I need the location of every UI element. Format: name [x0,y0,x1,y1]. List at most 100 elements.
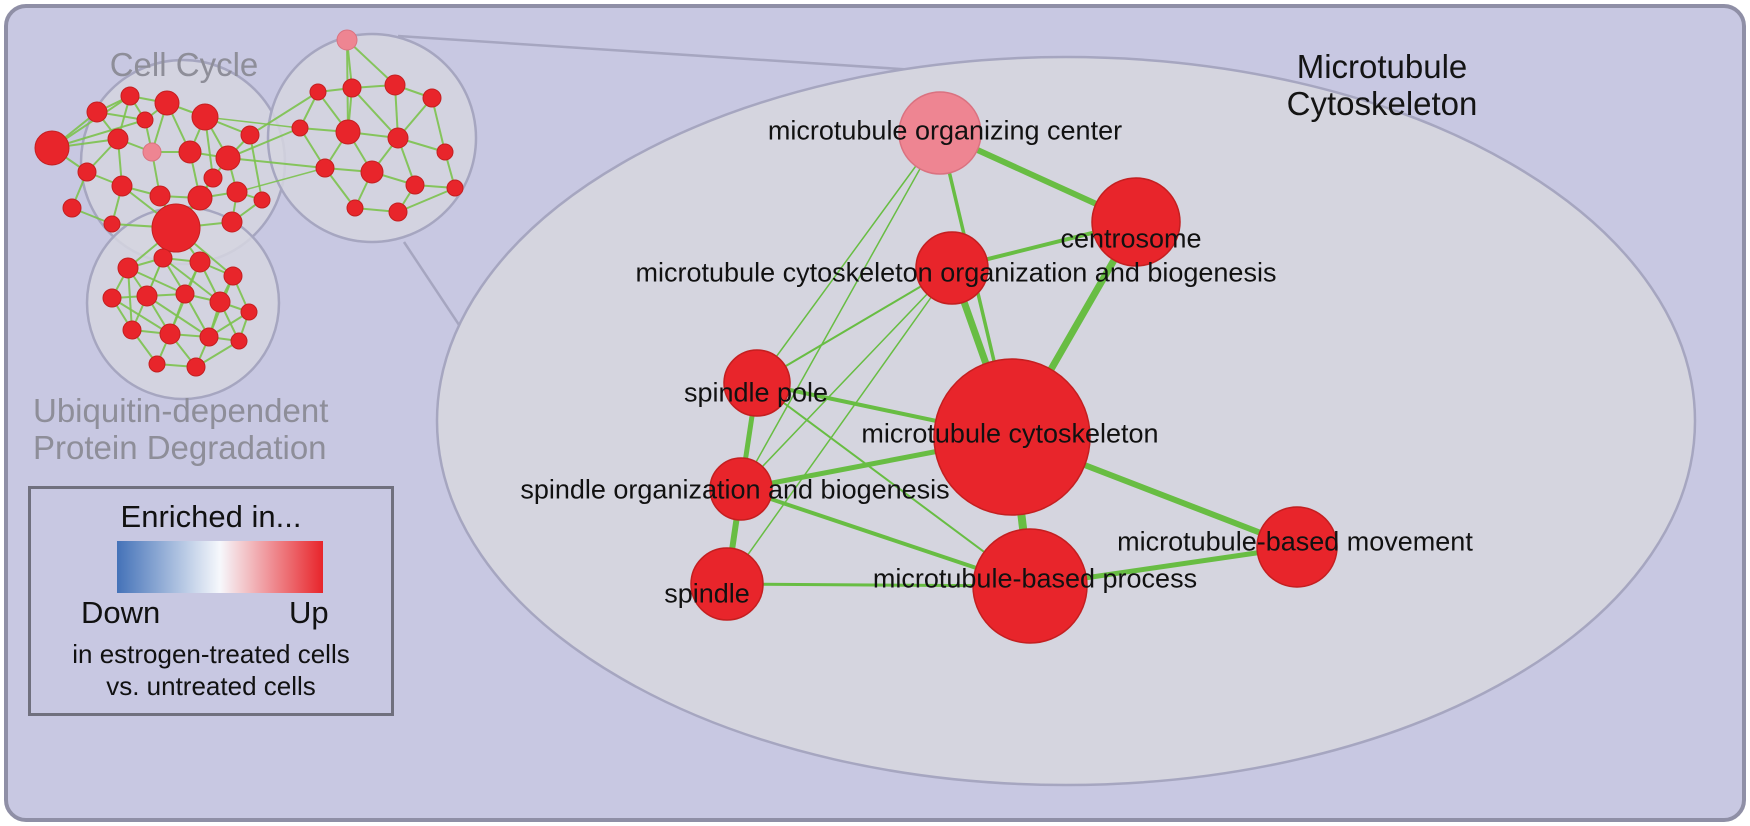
cluster-label-ubiquitin: Ubiquitin-dependent Protein Degradation [33,392,328,466]
node-microtubule-small [405,175,425,195]
edge-ubiquitin [111,297,171,335]
node-cell-cycle [111,175,133,197]
node-microtubule-small [335,119,361,145]
edge-cross-cluster [236,167,326,193]
node-microtubule-small [387,127,409,149]
node-label-mc: microtubule cytoskeleton [861,418,1158,448]
node-mbm [1256,506,1338,588]
node-ubiquitin [209,291,231,313]
edge-cross-cluster [249,91,319,136]
node-sob [709,457,773,521]
edge-microtubule-small [351,87,399,139]
node-label-sob: spindle organization and biogenesis [520,474,949,504]
cluster-label-microtubule-line1: Microtubule [1296,48,1468,85]
node-ubiquitin [186,357,206,377]
node-cell-cycle [142,142,162,162]
node-microtubule-small [446,179,464,197]
node-label-spindle: spindle [664,578,750,608]
node-microtubule-small [360,160,384,184]
cluster-label-ubiquitin-line2: Protein Degradation [33,429,327,466]
node-ubiquitin [153,248,173,268]
node-microtubule-small [291,119,309,137]
node-ubiquitin [136,285,158,307]
node-spindle [690,547,764,621]
node-cell-cycle [187,185,213,211]
edge-moc-sob [740,132,941,490]
node-cell-cycle [34,130,70,166]
node-cell-cycle [191,103,219,131]
cluster-circle-microtubule-small [266,32,478,244]
node-cell-cycle [136,111,154,129]
node-microtubule-small [336,29,358,51]
node-cell-cycle [107,128,129,150]
edge-cell-cycle [249,134,263,201]
node-cell-cycle [240,125,260,145]
node-microtubule-small [436,143,454,161]
node-spindle_pole [723,349,791,417]
legend-down-label: Down [81,595,161,630]
edge-microtubule-small [397,187,456,213]
edge-microtubule-small [346,39,396,86]
node-microtubule-small [422,88,442,108]
node-ubiquitin [199,327,219,347]
node-label-moc: microtubule organizing center [768,115,1122,145]
node-microtubule-small [342,78,362,98]
edge-cross-cluster [204,116,301,129]
node-mc [933,358,1091,516]
legend-gradient-bar [117,541,323,593]
node-microtubule-small [384,74,406,96]
node-cell-cycle [253,191,271,209]
cluster-label-microtubule-line2: Cytoskeleton [1286,85,1478,122]
node-microtubule-small [309,83,327,101]
node-mcob [915,231,989,305]
node-moc [898,91,982,175]
node-cell-cycle [62,198,82,218]
legend-up-label: Up [289,595,329,630]
node-ubiquitin [102,288,122,308]
node-label-mcob: microtubule cytoskeleton organization an… [636,257,1277,287]
node-cell-cycle [215,145,241,171]
node-microtubule-small [315,158,335,178]
cluster-label-microtubule: Microtubule Cytoskeleton [1262,48,1502,122]
node-ubiquitin [240,303,258,321]
node-ubiquitin [189,251,211,273]
node-ubiquitin [175,284,195,304]
edge-mcob-spindle_pole [756,267,953,384]
node-ubiquitin [223,266,243,286]
node-ubiquitin [230,332,248,350]
node-cell-cycle [103,215,121,233]
node-mbp [972,528,1088,644]
cluster-label-ubiquitin-line1: Ubiquitin-dependent [33,392,329,429]
edge-mcob-spindle [726,267,953,585]
legend-title: Enriched in... [120,499,302,534]
node-cell-cycle [149,185,171,207]
node-cell-cycle [77,162,97,182]
edge-cross-cluster [227,127,301,159]
edge-ubiquitin [146,295,210,338]
node-cell-cycle [86,101,108,123]
node-cell-cycle [178,140,202,164]
node-microtubule-small [346,199,364,217]
node-ubiquitin [148,355,166,373]
node-microtubule-small [388,202,408,222]
node-cell-cycle [226,181,248,203]
node-cell-cycle [203,168,223,188]
edge-moc-spindle_pole [756,132,941,384]
cluster-label-cell-cycle: Cell Cycle [109,46,259,83]
edge-mcob-sob [740,267,953,490]
node-centrosome [1091,177,1181,267]
node-label-centrosome: centrosome [1060,223,1201,253]
node-ubiquitin [122,320,142,340]
node-label-spindle_pole: spindle pole [684,377,828,407]
node-cell-cycle [221,211,243,233]
node-label-mbm: microtubule-based movement [1117,526,1473,556]
node-label-mbp: microtubule-based process [873,563,1197,593]
node-cell-cycle [120,86,140,106]
node-ubiquitin [159,323,181,345]
node-ubiquitin [117,257,139,279]
node-cell-cycle [154,90,180,116]
node-cell-cycle [151,203,201,253]
edge-cross-cluster [227,157,326,169]
